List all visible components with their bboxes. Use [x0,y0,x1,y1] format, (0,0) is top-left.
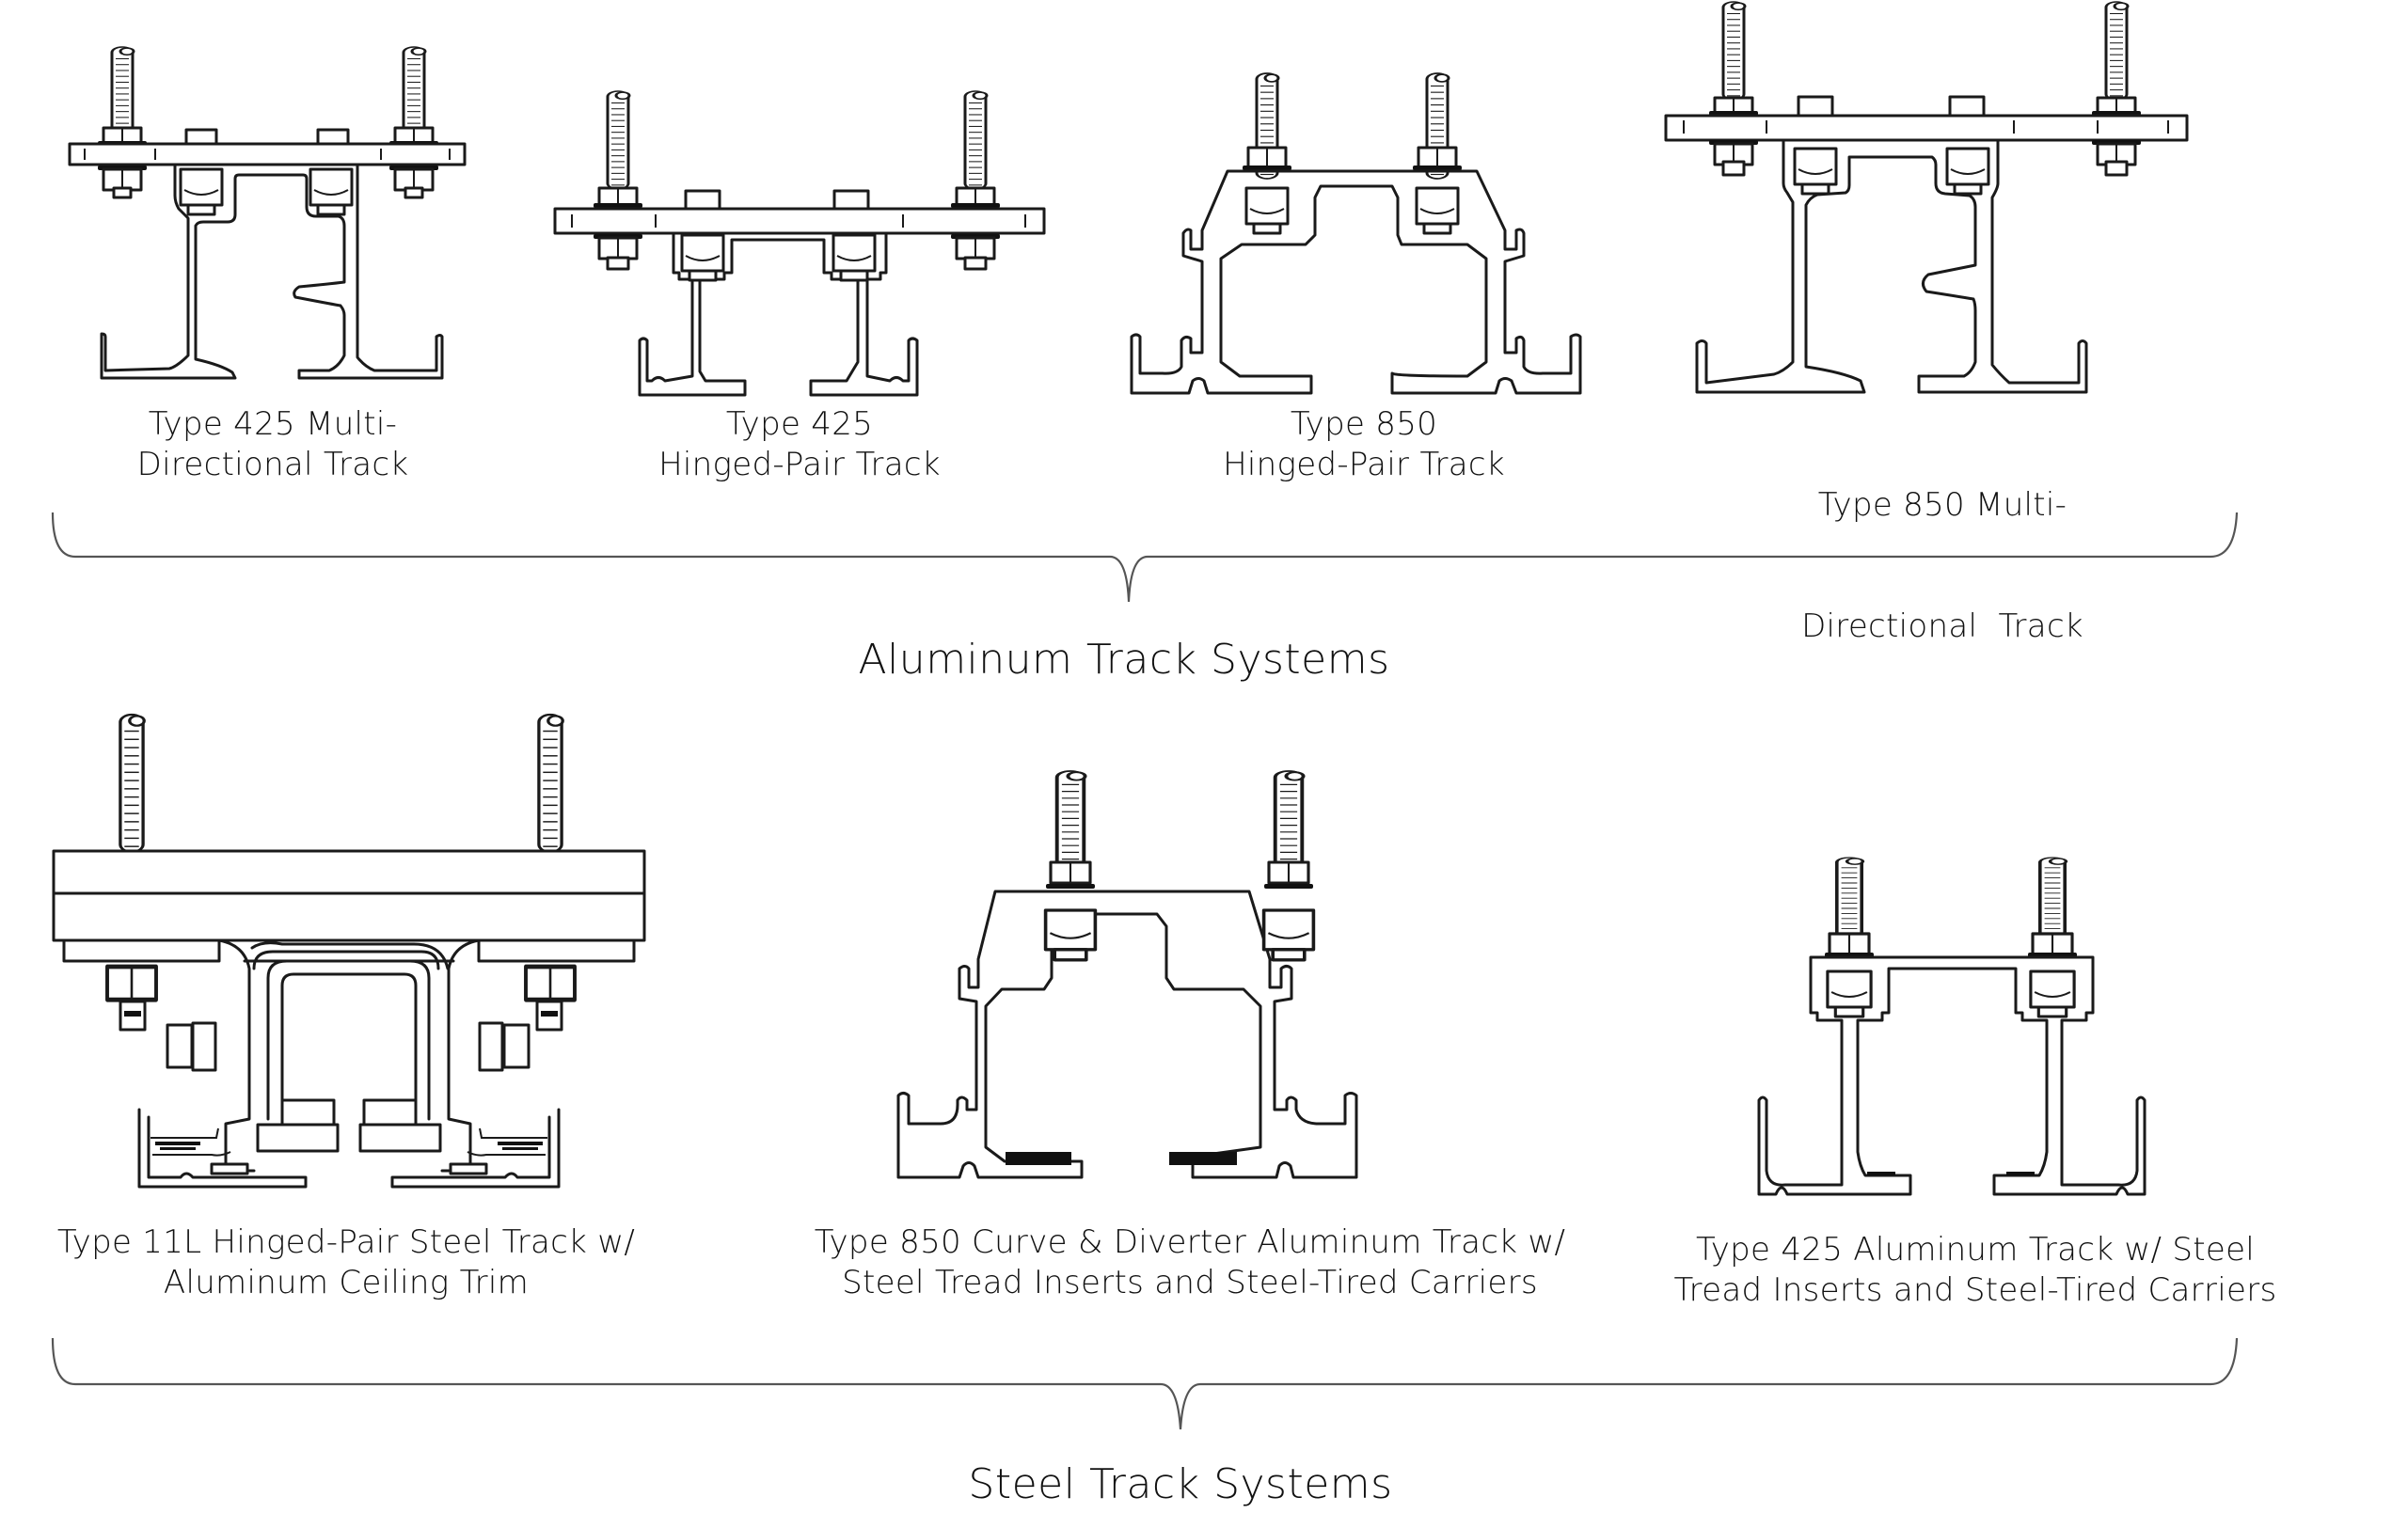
label-type-850-curve-diverter: Type 850 Curve & Diverter Aluminum Track… [815,1222,1566,1303]
label-line: Type 11L Hinged-Pair Steel Track w/ [56,1223,636,1261]
drawing-type-850-hinged-pair [1130,71,1582,395]
steel-tread-insert [2006,1172,2035,1175]
steel-track-systems-title: Steel Track Systems [968,1460,1393,1508]
steel-tread-insert [1006,1152,1071,1165]
label-line: Type 425 [725,405,874,443]
label-type-425-hinged-pair: Type 425 Hinged-Pair Track [658,404,941,485]
steel-tread-insert [1867,1172,1895,1175]
label-line: Steel Tread Inserts and Steel-Tired Carr… [842,1264,1538,1301]
drawing-type-425-multi-directional [68,45,467,380]
aluminum-track-systems-title: Aluminum Track Systems [858,636,1390,684]
label-line: Tread Inserts and Steel-Tired Carriers [1673,1271,2277,1309]
label-type-425-aluminum-steel-tread: Type 425 Aluminum Track w/ Steel Tread I… [1674,1230,2277,1311]
label-line: Directional Track [1801,607,2083,645]
drawing-type-11l-hinged-pair-steel [52,713,646,1189]
drawing-type-425-aluminum-steel-tread [1757,856,2147,1196]
label-type-850-hinged-pair: Type 850 Hinged-Pair Track [1223,404,1505,485]
label-type-425-multi-directional: Type 425 Multi- Directional Track [137,404,409,485]
label-type-11l-hinged-pair-steel: Type 11L Hinged-Pair Steel Track w/ Alum… [57,1222,635,1303]
label-line: Type 850 Multi- [1817,486,2067,524]
label-type-850-multi-directional: Type 850 Multi- Directional Track [1801,404,2083,687]
steel-tread-insert [1169,1152,1237,1165]
drawing-type-850-curve-diverter [896,769,1358,1179]
steel-group-brace [51,1337,2239,1430]
label-line: Aluminum Ceiling Trim [163,1264,530,1301]
label-line: Hinged-Pair Track [658,446,941,483]
drawing-type-425-hinged-pair [553,89,1046,397]
label-line: Hinged-Pair Track [1223,446,1505,483]
drawing-type-850-multi-directional [1664,0,2189,394]
label-line: Type 850 [1290,405,1438,443]
label-line: Type 850 Curve & Diverter Aluminum Track… [814,1223,1566,1261]
label-line: Directional Track [136,446,409,483]
label-line: Type 425 Multi- [148,405,398,443]
label-line: Type 425 Aluminum Track w/ Steel [1695,1231,2256,1269]
aluminum-group-brace [51,512,2239,603]
